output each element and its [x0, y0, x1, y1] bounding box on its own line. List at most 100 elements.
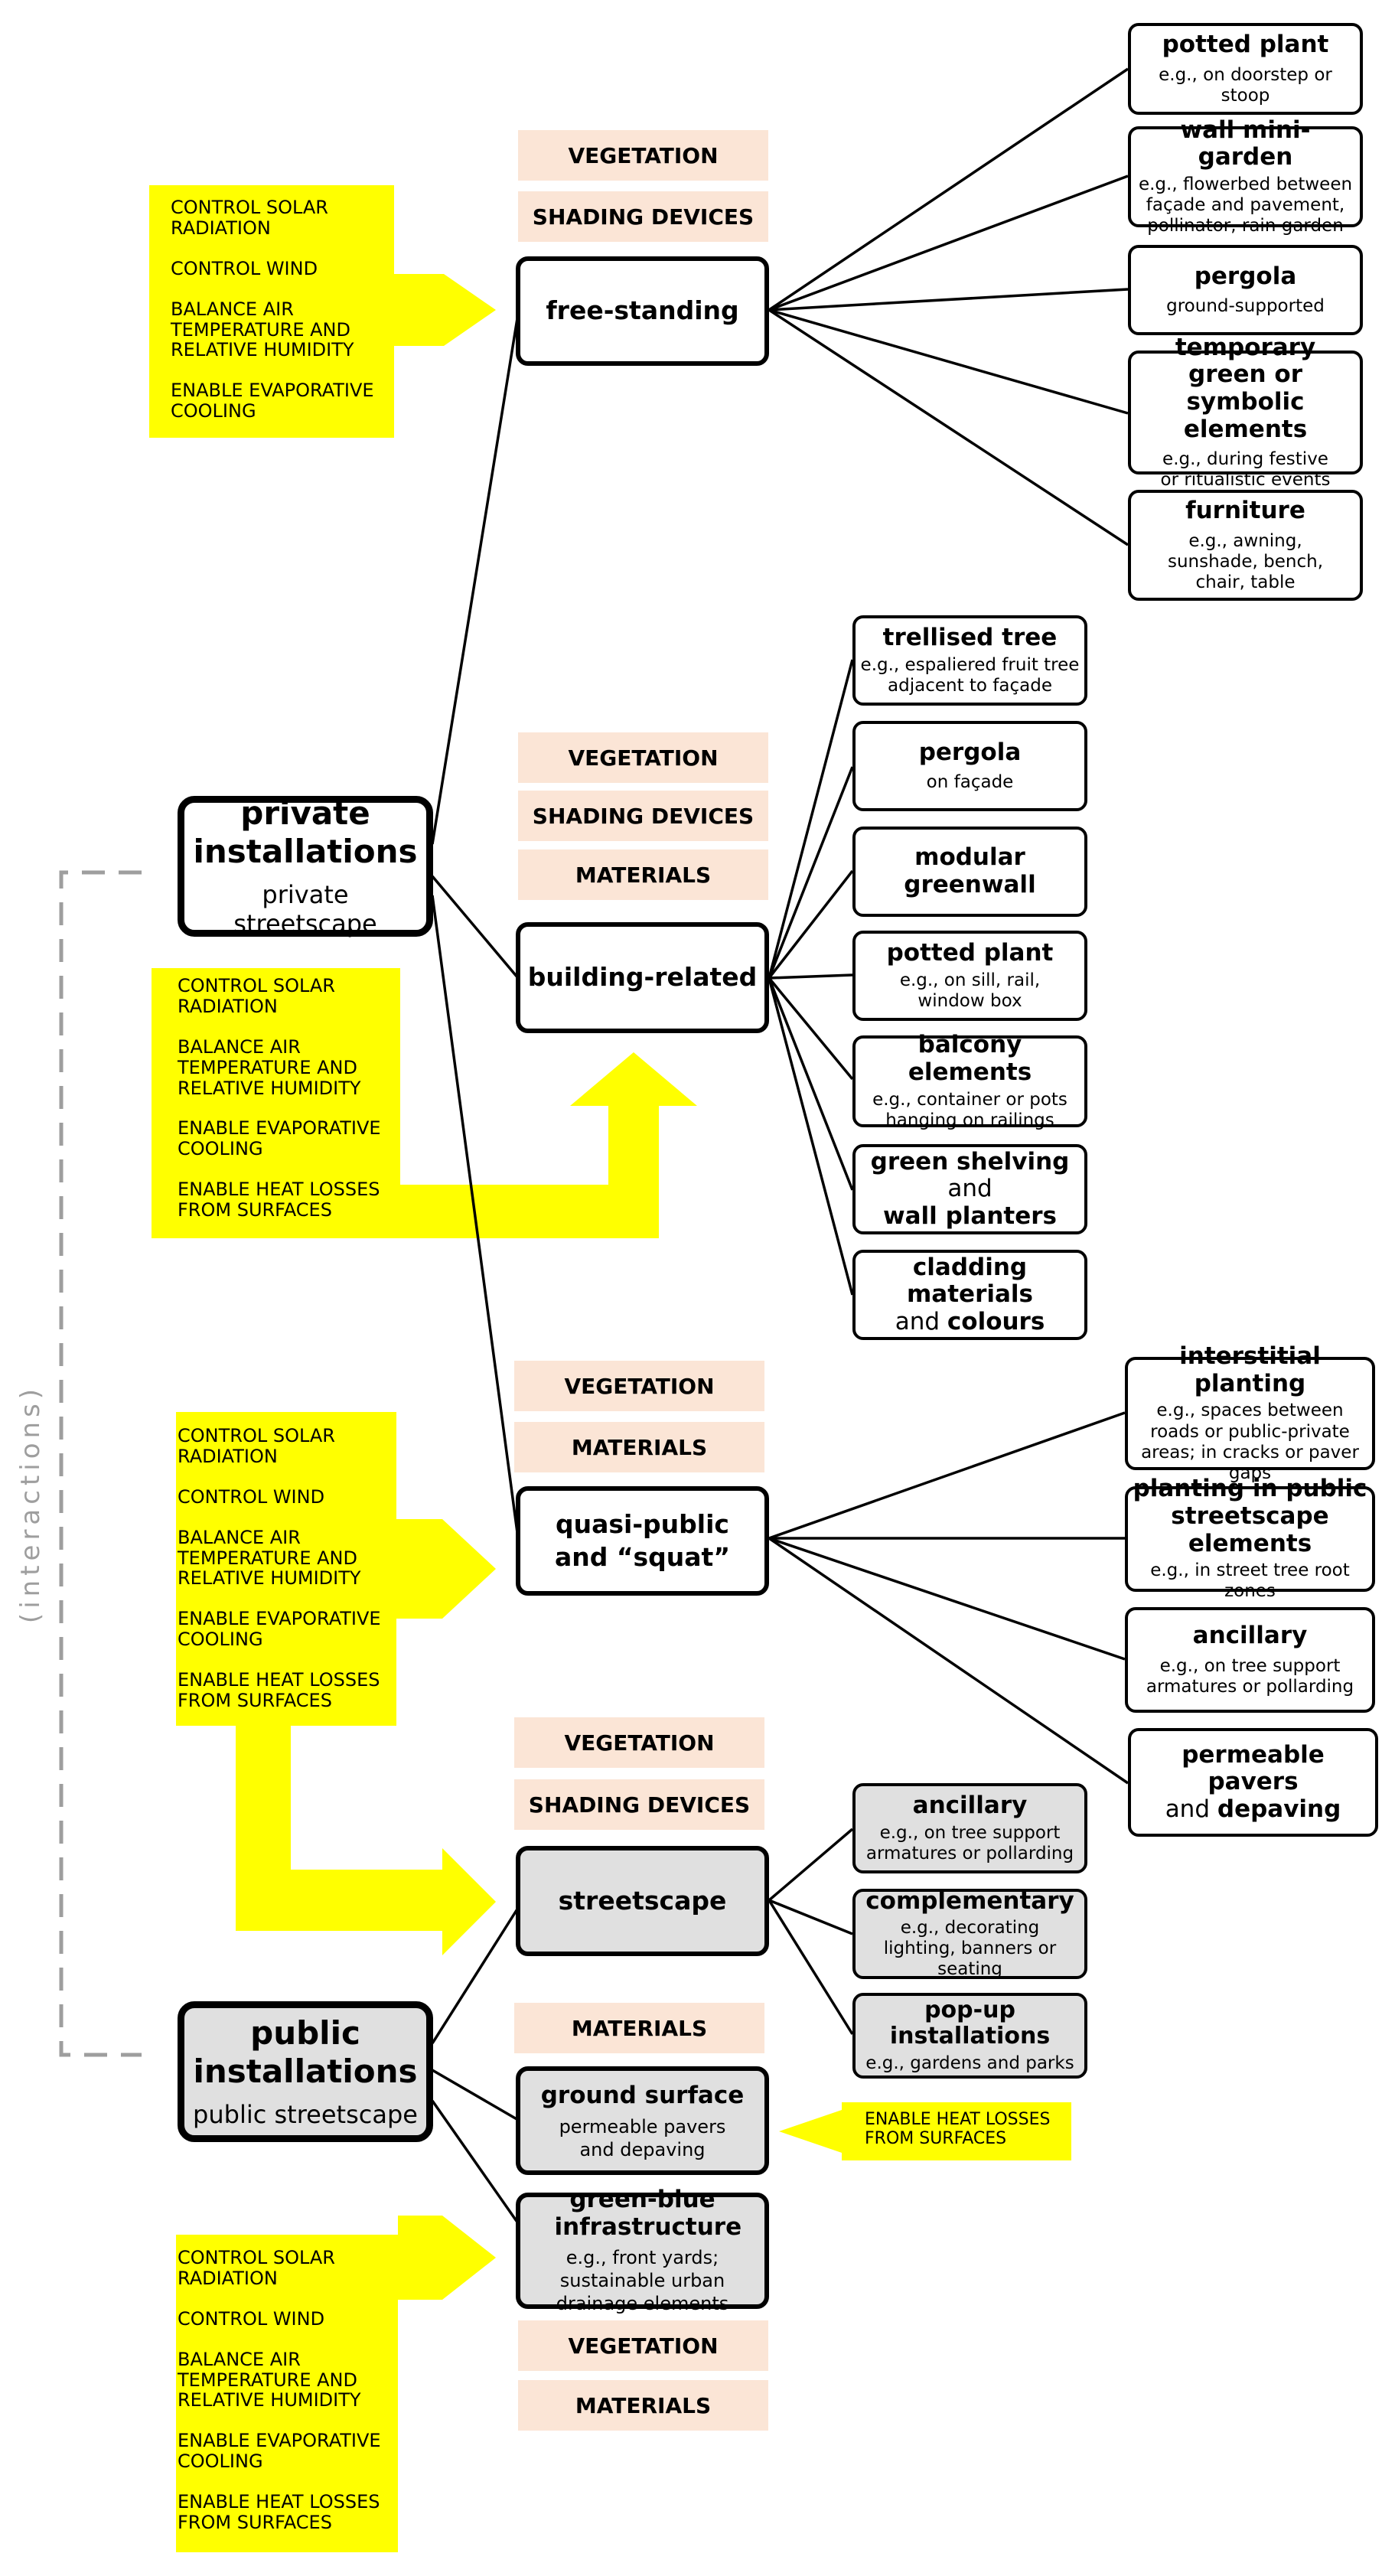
- leaf-title: complementary: [865, 1886, 1074, 1915]
- category-shading: SHADING DEVICES: [518, 791, 768, 841]
- free-standing-title: free-standing: [546, 295, 739, 326]
- leaf-br-pergola[interactable]: pergola on façade: [852, 721, 1087, 811]
- leaf-title: permeable pavers and depaving: [1136, 1740, 1371, 1824]
- leaf-ss-ancillary[interactable]: ancillary e.g., on tree support armature…: [852, 1783, 1087, 1873]
- private-installations-subtitle: private streetscape: [233, 879, 377, 938]
- leaf-br-potted-plant[interactable]: potted plant e.g., on sill, rail, window…: [852, 931, 1087, 1021]
- building-related-title: building-related: [527, 962, 758, 993]
- edge-fs-temp: [768, 308, 1129, 415]
- leaf-title: temporary green or symbolic elements: [1175, 333, 1316, 443]
- leaf-qp-ancillary[interactable]: ancillary e.g., on tree support armature…: [1125, 1607, 1375, 1713]
- leaf-subtitle: e.g., on sill, rail, window box: [899, 970, 1041, 1011]
- leaf-qp-permeable-pavers[interactable]: permeable pavers and depaving: [1128, 1728, 1378, 1837]
- strategy-heat: ENABLE HEAT LOSSES FROM SURFACES: [178, 1669, 380, 1711]
- leaf-title-strong: permeable pavers: [1182, 1740, 1325, 1796]
- edge-ss-complementary: [768, 1899, 853, 1935]
- leaf-br-trellised-tree[interactable]: trellised tree e.g., espaliered fruit tr…: [852, 615, 1087, 706]
- leaf-title-strong: wall planters: [883, 1202, 1057, 1230]
- strategy-heat: ENABLE HEAT LOSSES FROM SURFACES: [178, 1179, 380, 1221]
- leaf-fs-furniture[interactable]: furniture e.g., awning, sunshade, bench,…: [1128, 490, 1363, 601]
- edge-fs-furniture: [768, 308, 1129, 546]
- strategy-wind: CONTROL WIND: [178, 1485, 325, 1508]
- leaf-title: ancillary: [912, 1792, 1028, 1820]
- edge-qp-interstitial: [768, 1411, 1126, 1540]
- leaf-title-connector: and: [1165, 1795, 1217, 1823]
- leaf-br-green-shelving[interactable]: green shelving and wall planters: [852, 1144, 1087, 1234]
- leaf-ss-pop-up-installations[interactable]: pop-up installations e.g., gardens and p…: [852, 1993, 1087, 2079]
- leaf-qp-public-streetscape[interactable]: planting in public streetscape elements …: [1125, 1475, 1375, 1601]
- leaf-fs-pergola[interactable]: pergola ground-supported: [1128, 245, 1363, 335]
- ground-surface-subtitle: permeable pavers and depaving: [559, 2116, 726, 2161]
- leaf-br-cladding-materials[interactable]: cladding materials and colours: [852, 1250, 1087, 1340]
- leaf-title-strong: depaving: [1217, 1795, 1341, 1823]
- category-materials: MATERIALS: [518, 849, 768, 900]
- strategy-evap: ENABLE EVAPORATIVE COOLING: [171, 380, 374, 422]
- public-installations-node[interactable]: public installations public streetscape: [178, 2001, 433, 2142]
- leaf-title: potted plant: [1162, 31, 1329, 59]
- ground-surface-node[interactable]: ground surface permeable pavers and depa…: [516, 2066, 769, 2175]
- streetscape-title: streetscape: [558, 1885, 727, 1916]
- quasi-public-node[interactable]: quasi-public and “squat”: [516, 1486, 769, 1596]
- category-materials: MATERIALS: [518, 2380, 768, 2431]
- strategy-solar: CONTROL SOLAR RADIATION: [178, 2247, 335, 2289]
- leaf-title-connector: and: [895, 1307, 947, 1335]
- edge-private-freestanding: [431, 313, 520, 845]
- free-standing-node[interactable]: free-standing: [516, 256, 769, 366]
- public-installations-title: public installations: [193, 2014, 418, 2090]
- category-vegetation: VEGETATION: [514, 1717, 764, 1768]
- leaf-title: modular greenwall: [904, 843, 1036, 898]
- leaf-subtitle: e.g., during festive or ritualistic even…: [1160, 449, 1331, 491]
- leaf-subtitle: e.g., on tree support armatures or polla…: [1146, 1655, 1354, 1697]
- leaf-br-modular-greenwall[interactable]: modular greenwall: [852, 827, 1087, 917]
- category-vegetation: VEGETATION: [514, 1361, 764, 1411]
- callout-green-blue-arrow: [176, 2216, 496, 2552]
- leaf-title: pergola: [1194, 262, 1297, 290]
- leaf-subtitle: e.g., on tree support armatures or polla…: [865, 1822, 1074, 1864]
- strategy-solar: CONTROL SOLAR RADIATION: [178, 1425, 335, 1467]
- leaf-subtitle: on façade: [926, 772, 1014, 793]
- edge-qp-ancillary: [768, 1537, 1126, 1661]
- edge-fs-pergola: [768, 288, 1129, 311]
- leaf-title-strong: cladding materials: [907, 1253, 1033, 1309]
- edge-br-shelving: [768, 977, 854, 1191]
- leaf-title-strong: green shelving: [870, 1147, 1070, 1176]
- strategy-solar: CONTROL SOLAR RADIATION: [178, 975, 335, 1017]
- leaf-title: interstitial planting: [1179, 1342, 1321, 1397]
- leaf-br-balcony-elements[interactable]: balcony elements e.g., container or pots…: [852, 1031, 1087, 1130]
- quasi-public-title: quasi-public and “squat”: [554, 1508, 731, 1572]
- leaf-title-connector: and: [947, 1175, 992, 1203]
- edge-private-quasi: [431, 895, 520, 1539]
- green-blue-subtitle: e.g., front yards; sustainable urban dra…: [556, 2246, 729, 2314]
- leaf-title: pop-up installations: [889, 1996, 1051, 2050]
- strategy-wind: CONTROL WIND: [171, 257, 318, 279]
- strategy-solar: CONTROL SOLAR RADIATION: [171, 197, 328, 239]
- leaf-title-strong: colours: [947, 1307, 1045, 1335]
- edge-qp-pavers: [768, 1537, 1129, 1785]
- streetscape-node[interactable]: streetscape: [516, 1846, 769, 1956]
- leaf-title: potted plant: [886, 939, 1054, 967]
- leaf-subtitle: e.g., gardens and parks: [865, 2053, 1074, 2073]
- strategy-heat: ENABLE HEAT LOSSES FROM SURFACES: [865, 2110, 1051, 2148]
- strategy-air: BALANCE AIR TEMPERATURE AND RELATIVE HUM…: [178, 1526, 361, 1590]
- leaf-subtitle: ground-supported: [1166, 296, 1325, 317]
- edge-public-greenblue: [431, 2099, 520, 2225]
- leaf-qp-interstitial-planting[interactable]: interstitial planting e.g., spaces betwe…: [1125, 1342, 1375, 1483]
- leaf-title: pergola: [918, 738, 1022, 766]
- private-installations-node[interactable]: private installations private streetscap…: [178, 794, 433, 938]
- category-vegetation: VEGETATION: [518, 732, 768, 783]
- leaf-ss-complementary[interactable]: complementary e.g., decorating lighting,…: [852, 1886, 1087, 1979]
- callout-ground-surface-arrow: [779, 2102, 1071, 2160]
- edge-public-streetscape: [431, 1907, 520, 2044]
- interactions-label: (interactions): [15, 1384, 46, 1624]
- leaf-fs-wall-mini-garden[interactable]: wall mini-garden e.g., flowerbed between…: [1128, 116, 1363, 236]
- leaf-fs-potted-plant[interactable]: potted plant e.g., on doorstep or stoop: [1128, 23, 1363, 115]
- green-blue-node[interactable]: green-blue infrastructure e.g., front ya…: [516, 2186, 769, 2314]
- leaf-subtitle: e.g., container or pots hanging on raili…: [872, 1089, 1067, 1130]
- strategy-heat: ENABLE HEAT LOSSES FROM SURFACES: [178, 2491, 380, 2533]
- strategies-building-related: CONTROL SOLAR RADIATION BALANCE AIR TEMP…: [178, 976, 392, 1241]
- callout-free-standing-arrow: [149, 185, 496, 438]
- interactions-bracket: [59, 870, 142, 2057]
- leaf-fs-temporary-elements[interactable]: temporary green or symbolic elements e.g…: [1128, 334, 1363, 490]
- building-related-node[interactable]: building-related: [516, 922, 769, 1033]
